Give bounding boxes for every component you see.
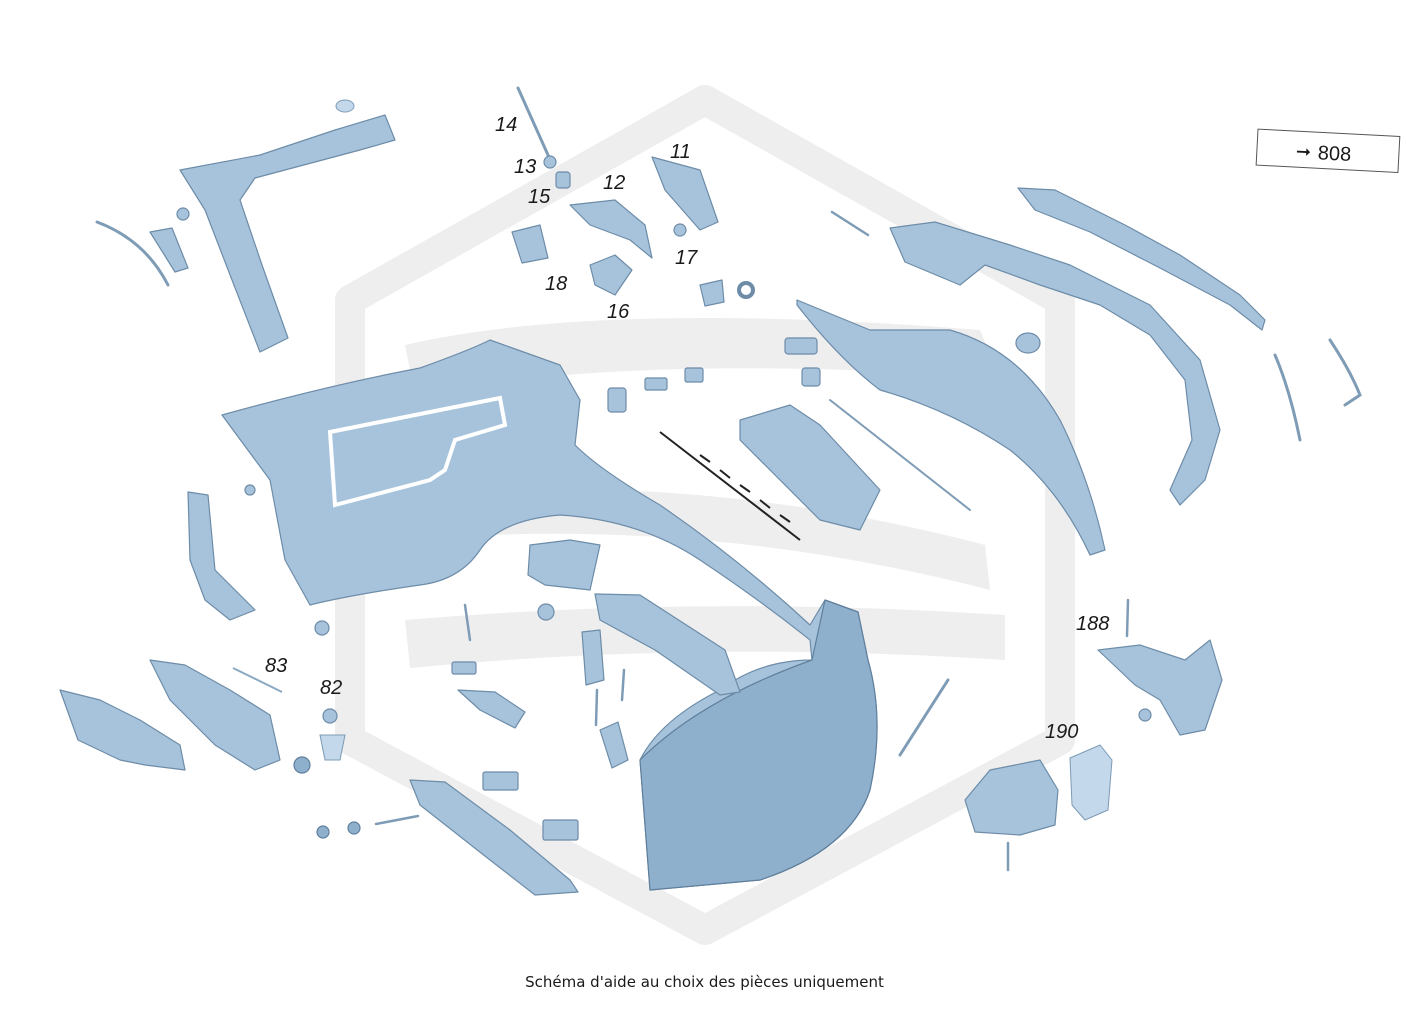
right-bracket-188[interactable]: [1097, 598, 1223, 736]
callout-190: 190: [1045, 721, 1078, 743]
arrow-icon: ➞: [1295, 141, 1311, 163]
parts-cluster-11-18[interactable]: [511, 86, 755, 307]
left-lower-bracket[interactable]: [187, 484, 256, 621]
callout-83: 83: [265, 655, 287, 677]
exhaust-trim-panel[interactable]: [889, 187, 1266, 506]
callout-13: 13: [514, 156, 536, 178]
reinforcement-grid[interactable]: [659, 404, 881, 541]
callout-11: 11: [670, 141, 691, 163]
rear-bumper-cover[interactable]: [221, 339, 878, 891]
callout-16: 16: [607, 301, 630, 323]
right-side-strips[interactable]: [1273, 338, 1362, 442]
lower-center-parts[interactable]: [409, 539, 741, 896]
exhaust-tip-190[interactable]: [964, 744, 1113, 872]
reference-box-808[interactable]: ➞ 808: [1255, 128, 1401, 174]
diagram-caption: Schéma d'aide au choix des pièces unique…: [525, 973, 884, 991]
clips-82[interactable]: [316, 708, 420, 839]
callout-188: 188: [1076, 613, 1109, 635]
callout-14: 14: [495, 114, 517, 136]
mid-clips[interactable]: [607, 210, 1041, 511]
callout-labels: 14 13 15 11 12 17 18 16 83 82 188 190: [265, 114, 1109, 743]
callout-12: 12: [603, 172, 625, 194]
callout-82: 82: [320, 677, 342, 699]
callout-17: 17: [675, 247, 698, 269]
callout-15: 15: [528, 186, 551, 208]
reference-number: 808: [1317, 142, 1351, 166]
rear-diffuser[interactable]: [796, 299, 1106, 556]
left-mounting-rail[interactable]: [95, 99, 396, 353]
side-rail-strip[interactable]: [898, 678, 950, 757]
bottom-left-brackets[interactable]: [59, 620, 330, 774]
callout-18: 18: [545, 273, 567, 295]
